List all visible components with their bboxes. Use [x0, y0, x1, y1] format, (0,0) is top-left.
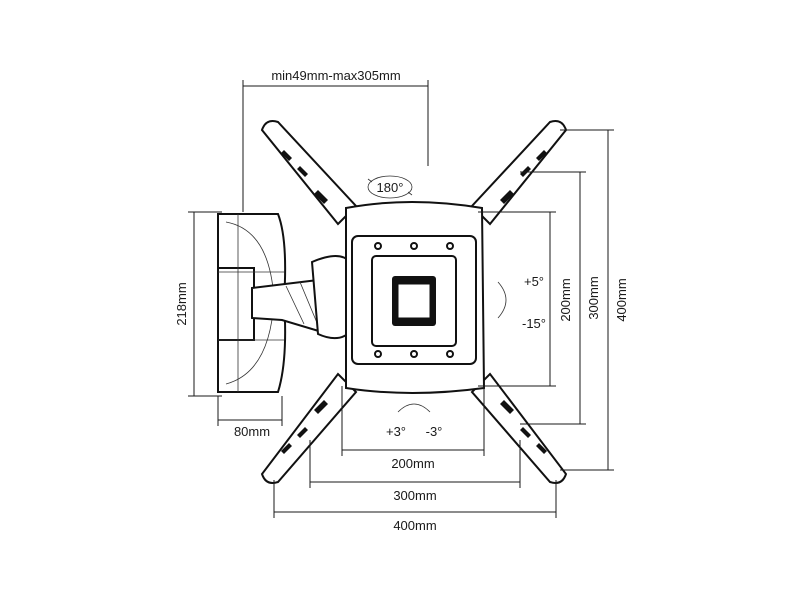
swivel-right-label: -3° — [426, 424, 443, 439]
vert-200-label: 200mm — [558, 278, 573, 321]
swivel-indicator: +3° -3° — [386, 403, 443, 439]
arm-extension-dimension: min49mm-max305mm — [242, 68, 429, 212]
horiz-300-label: 300mm — [393, 488, 436, 503]
arm-extension-label: min49mm-max305mm — [271, 68, 400, 83]
tilt-up-label: +5° — [524, 274, 544, 289]
vertical-vesa-dimensions: 200mm 300mm 400mm — [478, 129, 629, 471]
vert-400-label: 400mm — [614, 278, 629, 321]
horiz-400-label: 400mm — [393, 518, 436, 533]
rotation-indicator: 180° — [367, 175, 413, 199]
horizontal-vesa-dimensions: 200mm 300mm 400mm — [273, 386, 557, 533]
wall-plate-dimensions: 218mm 80mm — [174, 211, 283, 439]
depth-80-label: 80mm — [234, 424, 270, 439]
tilt-down-label: -15° — [522, 316, 546, 331]
tilt-indicator: +5° -15° — [497, 274, 546, 331]
height-218-label: 218mm — [174, 282, 189, 325]
mounting-rails — [260, 120, 568, 484]
swivel-arm — [251, 255, 354, 340]
swivel-left-label: +3° — [386, 424, 406, 439]
horiz-200-label: 200mm — [391, 456, 434, 471]
center-mounting-plate — [345, 201, 486, 394]
vert-300-label: 300mm — [586, 276, 601, 319]
rotation-label: 180° — [377, 180, 404, 195]
